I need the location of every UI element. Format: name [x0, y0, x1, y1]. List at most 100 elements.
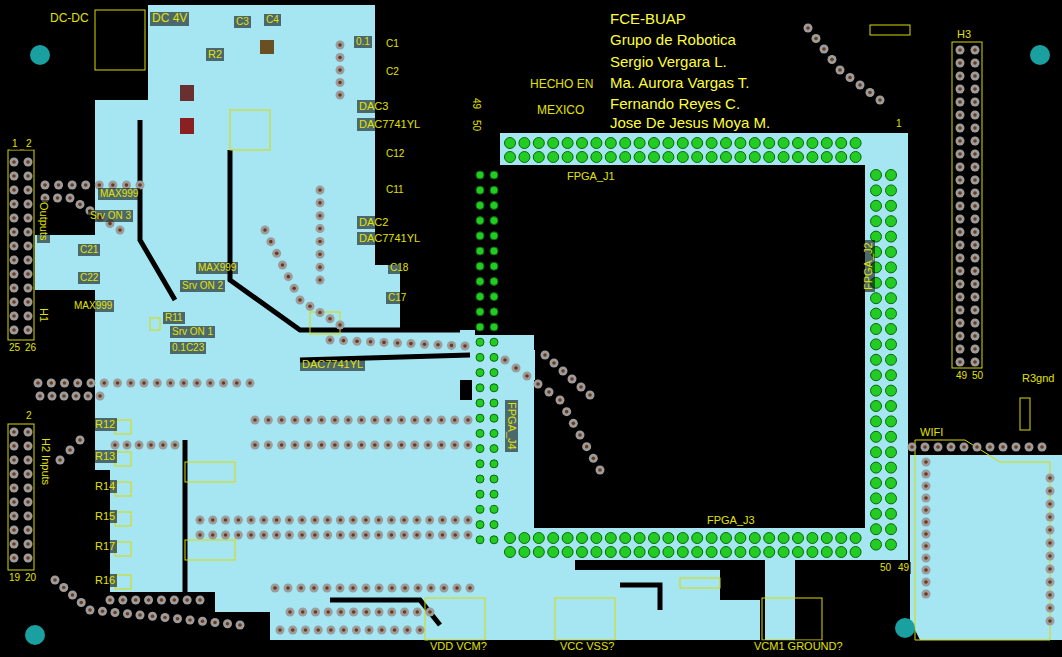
fpga-pad	[871, 370, 882, 381]
via-hole	[173, 443, 177, 447]
via-hole	[312, 586, 316, 590]
via	[111, 608, 120, 617]
via-hole	[958, 217, 962, 221]
via	[336, 321, 345, 330]
via-hole	[339, 610, 343, 614]
via	[365, 626, 374, 635]
via-hole	[924, 508, 928, 512]
fpga-pad	[871, 416, 882, 427]
via	[24, 172, 33, 181]
fpga-pad	[476, 384, 484, 392]
via	[298, 516, 307, 525]
fpga-pad	[605, 547, 616, 558]
fpga-pad	[476, 536, 484, 544]
fpga-pad	[886, 478, 897, 489]
via-hole	[1048, 476, 1052, 480]
via	[971, 215, 980, 224]
fpga-pad	[620, 533, 631, 544]
via	[971, 111, 980, 120]
silkscreen-label: FPGA_J2	[862, 240, 875, 292]
via-hole	[390, 518, 394, 522]
via	[277, 416, 286, 425]
via-hole	[313, 533, 317, 537]
via	[51, 576, 60, 585]
silkscreen-label: H1	[37, 306, 50, 324]
fpga-pad	[836, 152, 847, 163]
via	[447, 341, 456, 350]
via-hole	[12, 160, 16, 164]
fpga-pad	[663, 152, 674, 163]
via	[48, 392, 57, 401]
via	[466, 584, 475, 593]
via	[60, 379, 69, 388]
via	[922, 578, 931, 587]
fpga-pad	[749, 152, 760, 163]
via-hole	[958, 191, 962, 195]
via	[1046, 513, 1055, 522]
via	[947, 443, 956, 452]
title-text: FCE-BUAP	[608, 10, 688, 27]
via	[24, 200, 33, 209]
fpga-pad	[821, 547, 832, 558]
via-hole	[253, 443, 257, 447]
via-hole	[62, 586, 66, 590]
silkscreen-label: R13	[93, 450, 117, 463]
fpga-pad	[871, 539, 882, 550]
via	[247, 516, 256, 525]
fpga-pad	[663, 138, 674, 149]
via-hole	[958, 295, 962, 299]
via-hole	[1048, 593, 1052, 597]
via	[10, 270, 19, 279]
fpga-pad	[591, 533, 602, 544]
via-hole	[466, 533, 470, 537]
via-hole	[440, 443, 444, 447]
via-hole	[924, 484, 928, 488]
via-hole	[924, 556, 928, 560]
via	[427, 584, 436, 593]
via-hole	[848, 76, 852, 80]
via	[956, 150, 965, 159]
via	[400, 608, 409, 617]
via	[208, 516, 217, 525]
via	[384, 416, 393, 425]
via	[316, 263, 325, 272]
via-hole	[468, 586, 472, 590]
via	[407, 339, 416, 348]
via	[296, 296, 305, 305]
silkscreen-label: DAC3	[357, 100, 390, 113]
silkscreen-label: R14	[93, 480, 117, 493]
fpga-pad	[886, 262, 897, 273]
fpga-pad	[871, 354, 882, 365]
via	[326, 626, 335, 635]
fpga-pad	[735, 533, 746, 544]
via	[410, 441, 419, 450]
fpga-pad	[871, 308, 882, 319]
fpga-pad	[562, 152, 573, 163]
via	[450, 416, 459, 425]
via	[437, 441, 446, 450]
via	[10, 456, 19, 465]
via-hole	[973, 217, 977, 221]
via	[357, 441, 366, 450]
via-hole	[138, 183, 142, 187]
via-hole	[426, 418, 430, 422]
via	[545, 388, 554, 397]
via	[10, 428, 19, 437]
via-hole	[338, 56, 342, 60]
silkscreen-label: C4	[264, 14, 281, 26]
via	[956, 72, 965, 81]
via-hole	[248, 381, 252, 385]
via-hole	[12, 328, 16, 332]
via	[361, 531, 370, 540]
via	[414, 584, 423, 593]
fpga-pad	[476, 262, 484, 270]
via-hole	[463, 344, 467, 348]
via	[98, 607, 107, 616]
via	[908, 443, 917, 452]
via-hole	[585, 445, 589, 449]
via-hole	[868, 91, 872, 95]
via	[846, 73, 855, 82]
via	[339, 336, 348, 345]
silkscreen-label: DC 4V	[150, 12, 189, 26]
